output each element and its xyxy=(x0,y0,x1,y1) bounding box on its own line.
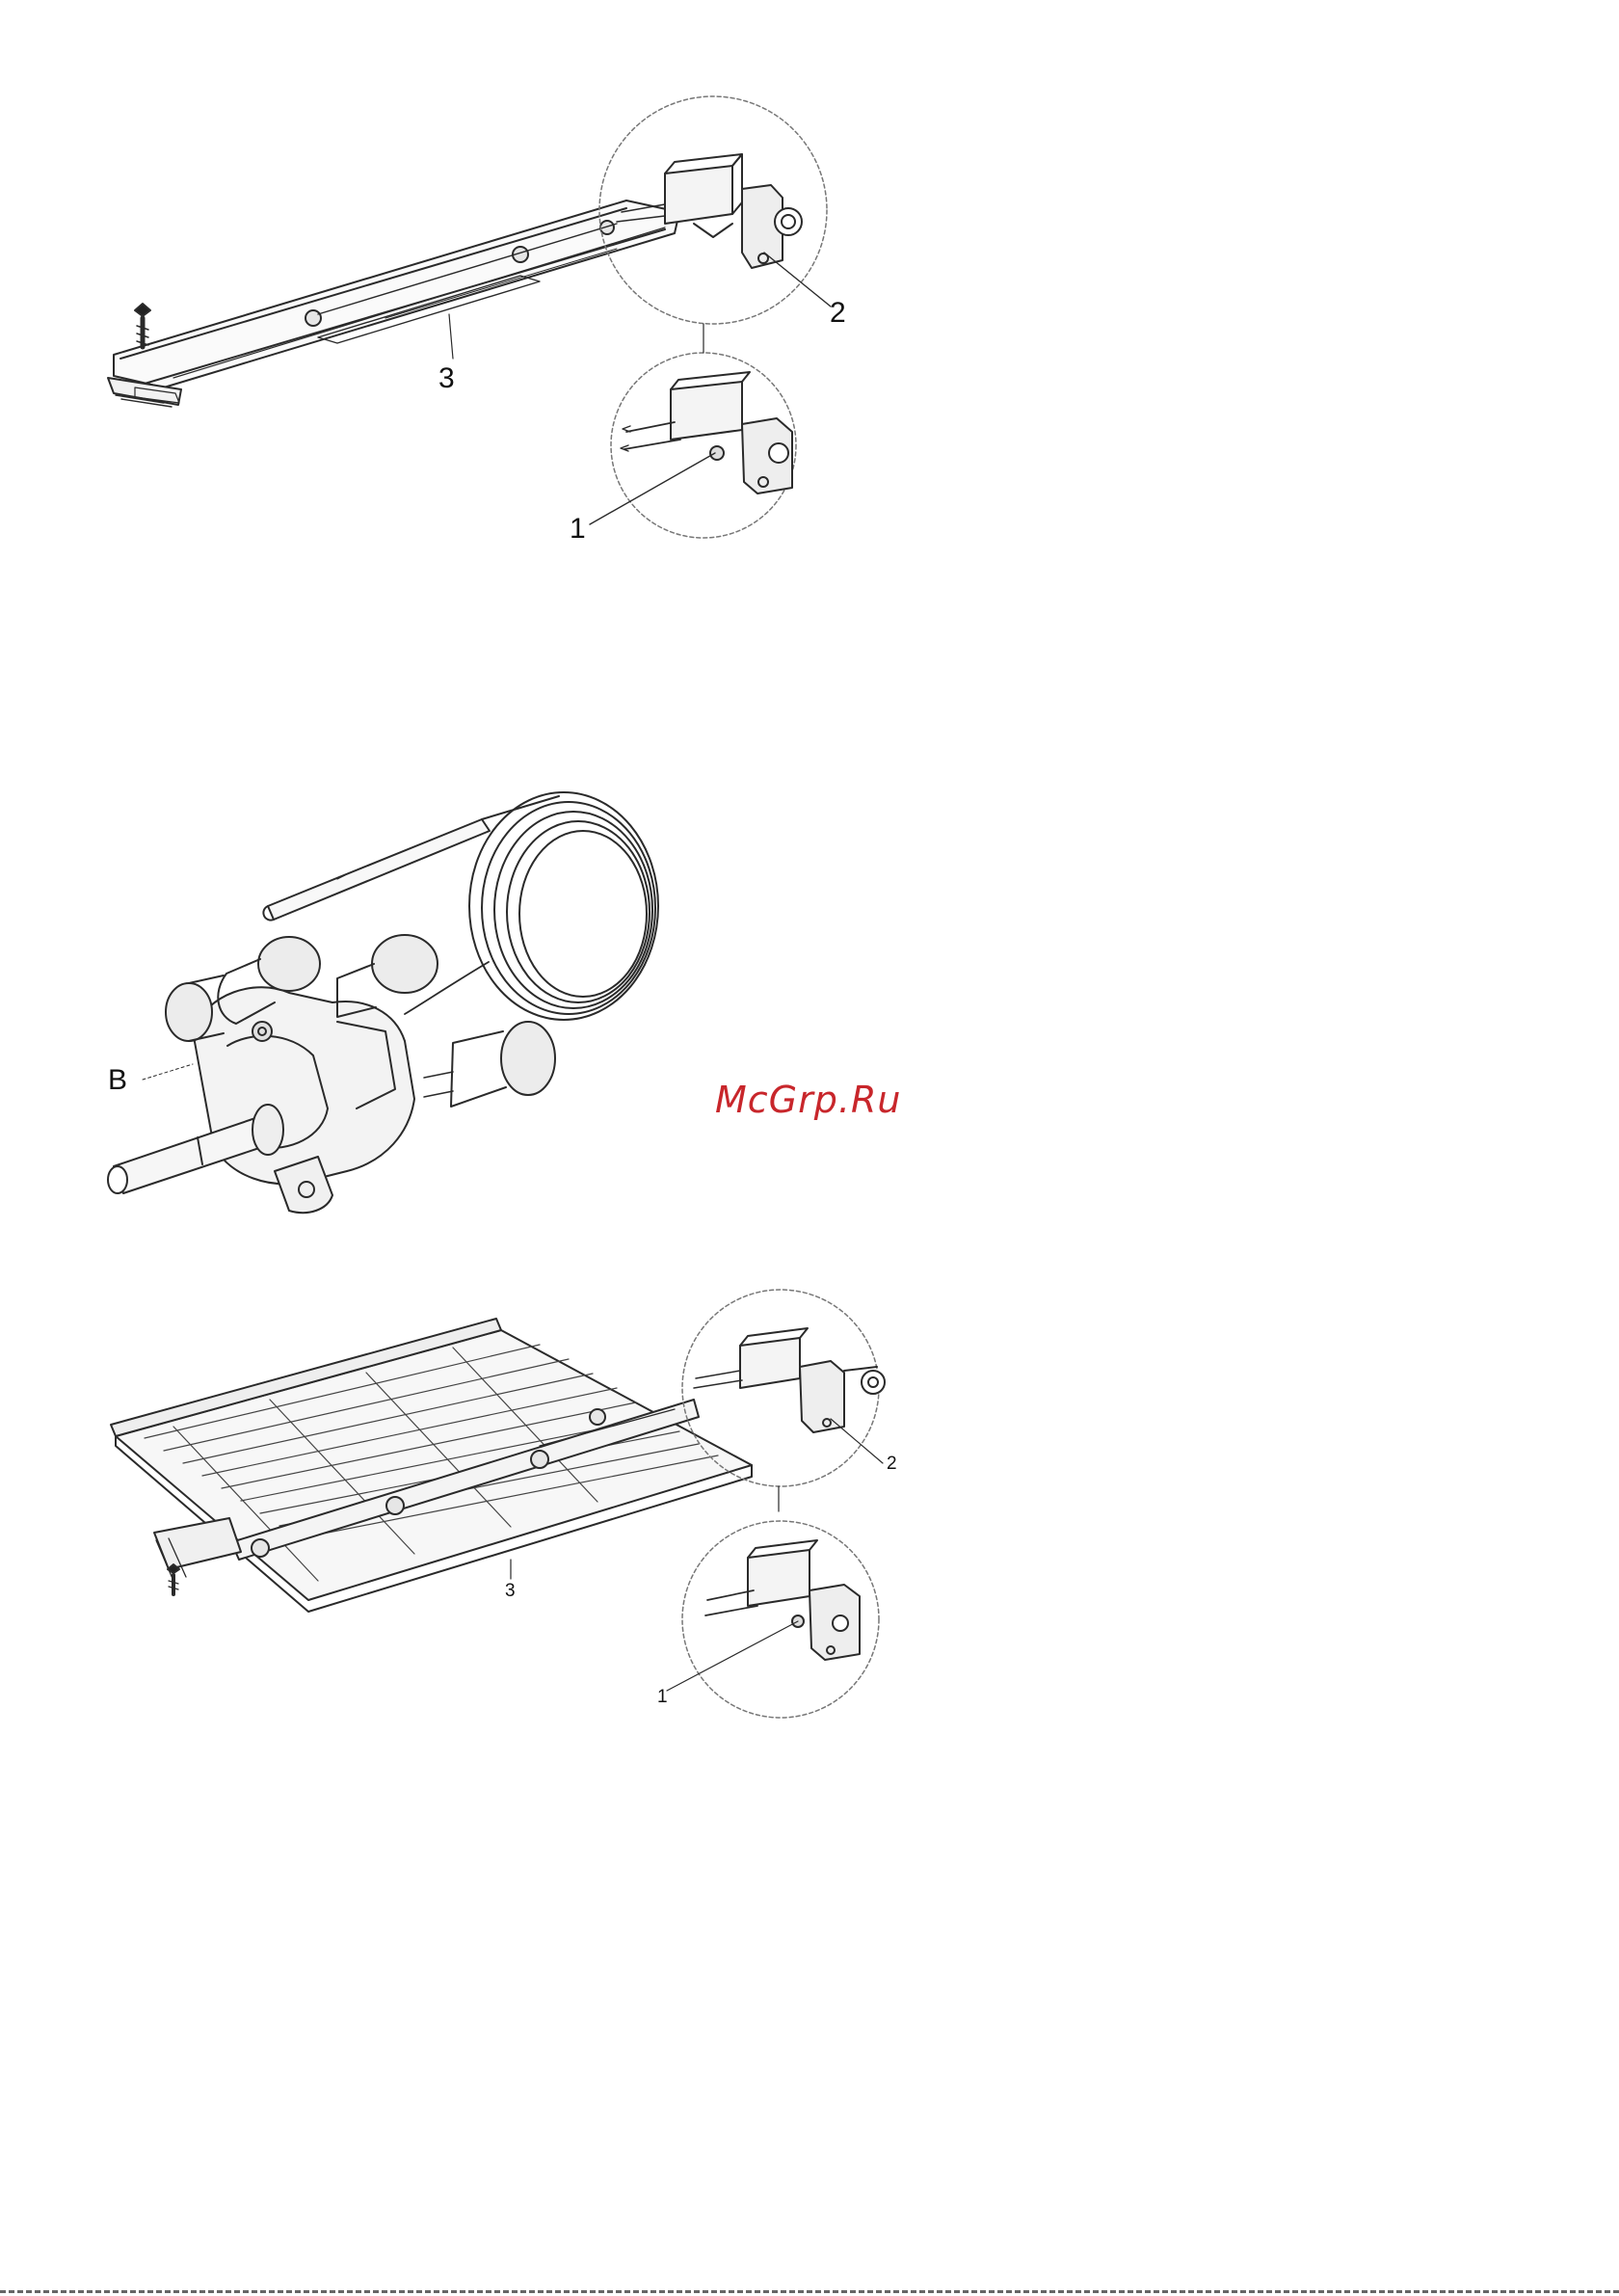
site-watermark: McGrp.Ru xyxy=(715,1079,901,1121)
fig3-callout-2: 2 xyxy=(887,1454,897,1475)
fig3-callout-1: 1 xyxy=(657,1687,668,1708)
fig2-callout-b: B xyxy=(108,1064,127,1097)
fig3-detail-circle-bottom xyxy=(682,1521,879,1718)
fig1-burner-assembly xyxy=(108,200,679,407)
fig2-gas-valve xyxy=(108,792,658,1213)
screw-icon xyxy=(168,1564,179,1594)
fig3-burner-spreader-assembly xyxy=(111,1319,752,1612)
fig1-callout-1: 1 xyxy=(570,513,586,546)
fig1-detail-circle-top xyxy=(599,96,827,324)
fig1-detail-circle-bottom xyxy=(611,353,796,538)
page-bottom-rule xyxy=(0,2290,1619,2293)
screw-icon xyxy=(135,304,150,347)
fig3-callout-3: 3 xyxy=(505,1581,516,1602)
fig1-callout-3: 3 xyxy=(438,362,455,395)
fig1-callout-2: 2 xyxy=(830,297,846,330)
